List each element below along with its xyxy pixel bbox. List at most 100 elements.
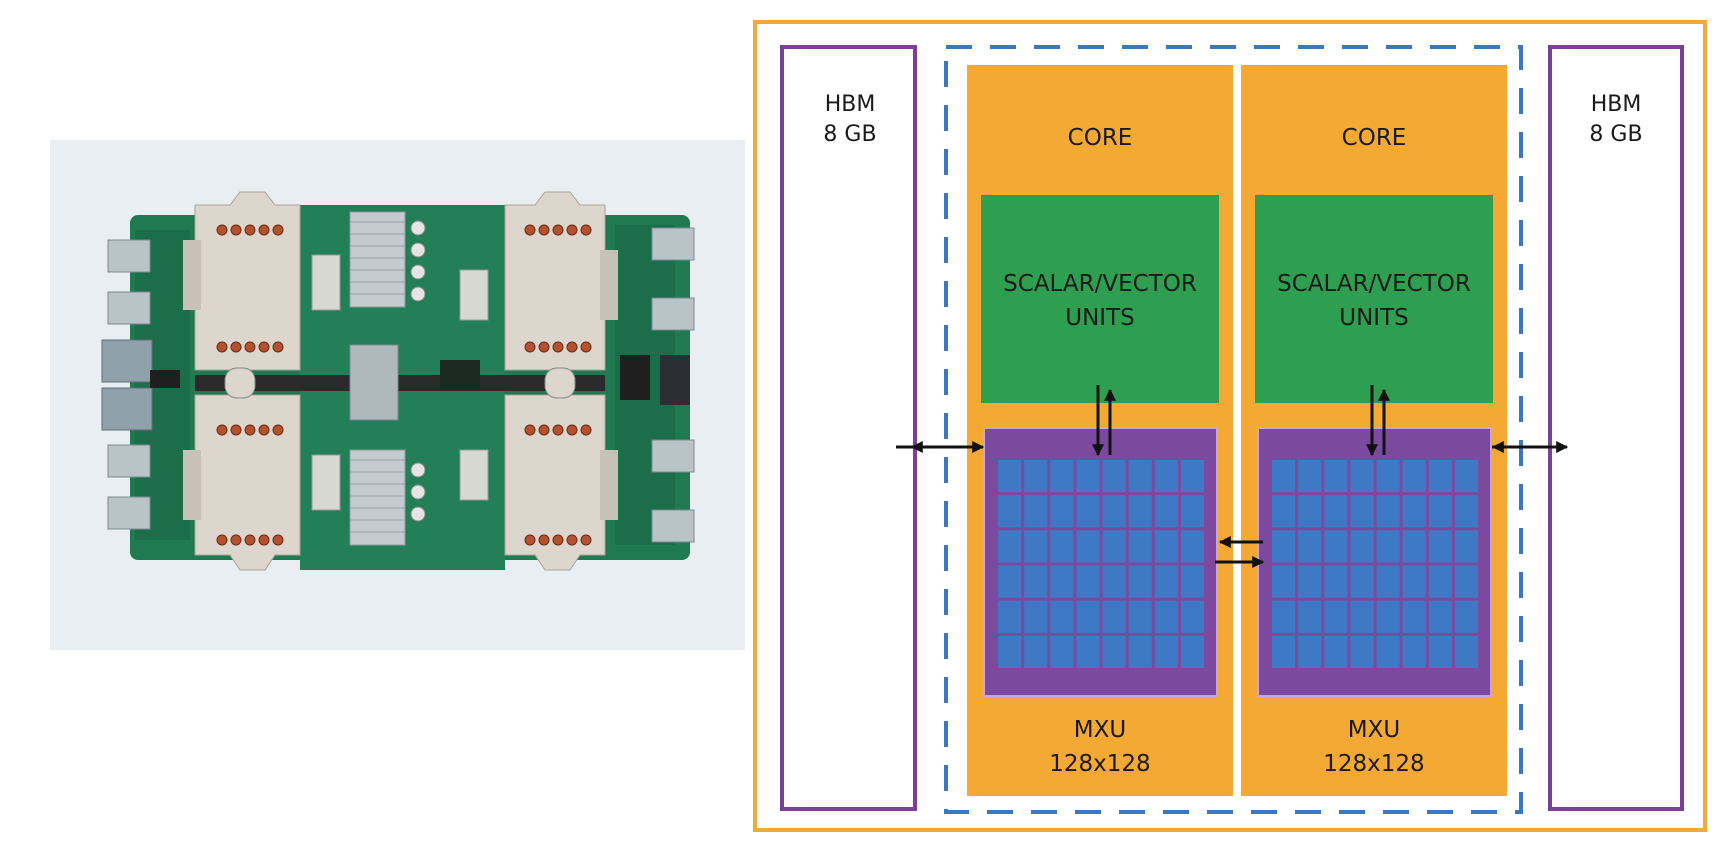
- core-2-mxu-cell: [1428, 495, 1452, 528]
- core-1-mxu-cell: [1180, 530, 1204, 563]
- hbm-right-box: [1548, 45, 1684, 811]
- core-1-mxu-cell: [1180, 460, 1204, 493]
- core-1-mxu-cell: [1076, 495, 1100, 528]
- core-2-title: CORE: [1342, 125, 1407, 151]
- core-1-mxu-cell: [1076, 635, 1100, 668]
- center-bar: [195, 367, 605, 399]
- core-1-mxu-cell: [1024, 495, 1048, 528]
- core-1-title: CORE: [1068, 125, 1133, 151]
- core-2-mxu-cell: [1402, 635, 1426, 668]
- right-connectors: [651, 227, 695, 543]
- core-2-mxu-cell: [1272, 530, 1296, 563]
- core-2-mxu-cell: [1376, 565, 1400, 598]
- core-2-mxu-cell: [1454, 460, 1478, 493]
- core-2-mxu-cell: [1454, 600, 1478, 633]
- core-1-mxu-cell: [1024, 460, 1048, 493]
- core-1-mxu-grid: [998, 460, 1204, 668]
- core-1-mxu-cell: [1102, 460, 1126, 493]
- core-1-mxu-cell: [1076, 600, 1100, 633]
- core-1-mxu-cell: [998, 565, 1022, 598]
- core-1-mxu-cell: [1180, 565, 1204, 598]
- core-1-mxu-cell: [998, 600, 1022, 633]
- core-1-mxu-cell: [1128, 530, 1152, 563]
- hbm-left-label-line2: 8 GB: [823, 122, 876, 147]
- core-2-mxu-cell: [1454, 495, 1478, 528]
- core-1-mxu-line1: MXU: [1074, 717, 1126, 743]
- core-1: CORE SCALAR/VECTOR UNITS MXU 128x128: [967, 65, 1233, 796]
- core-1-mxu-cell: [1128, 460, 1152, 493]
- screws: [216, 224, 592, 546]
- core-1-mxu-cell: [1102, 565, 1126, 598]
- core-2-mxu-cell: [1324, 565, 1348, 598]
- hbm-right-label-line2: 8 GB: [1589, 122, 1642, 147]
- core-2-mxu-cell: [1402, 600, 1426, 633]
- core-2-mxu-cell: [1298, 600, 1322, 633]
- core-2-mxu-line1: MXU: [1348, 717, 1400, 743]
- core-2-mxu-cell: [1454, 565, 1478, 598]
- core-2-mxu-cell: [1428, 635, 1452, 668]
- core-1-mxu-cell: [1050, 495, 1074, 528]
- core-1-mxu-cell: [1154, 565, 1178, 598]
- core-2-mxu-cell: [1428, 460, 1452, 493]
- core-1-mxu-cell: [1128, 600, 1152, 633]
- core-1-mxu-line2: 128x128: [1049, 751, 1150, 777]
- core-1-mxu-cell: [1024, 635, 1048, 668]
- hbm-right-label-line1: HBM: [1591, 92, 1642, 117]
- core-2-mxu-cell: [1350, 600, 1374, 633]
- heatsinks: [183, 191, 618, 571]
- core-2-mxu-cell: [1428, 600, 1452, 633]
- tpu-board-photo: [50, 140, 745, 650]
- core-1-mxu-cell: [1050, 460, 1074, 493]
- core-1-mxu-cell: [1050, 600, 1074, 633]
- core-1-mxu-cell: [1024, 565, 1048, 598]
- core-1-mxu-cell: [1024, 600, 1048, 633]
- core-2-mxu-cell: [1376, 530, 1400, 563]
- core-2-mxu-cell: [1298, 495, 1322, 528]
- core-1-mxu-cell: [1180, 635, 1204, 668]
- core-2-mxu-cell: [1402, 495, 1426, 528]
- core-2-mxu-cell: [1376, 495, 1400, 528]
- core-1-mxu-cell: [1102, 635, 1126, 668]
- hbm-left-box: [780, 45, 917, 811]
- core-1-mxu-cell: [1050, 635, 1074, 668]
- core-2-mxu-cell: [1350, 530, 1374, 563]
- core-1-mxu-cell: [1154, 460, 1178, 493]
- core-2-mxu-cell: [1272, 565, 1296, 598]
- components: [150, 220, 650, 522]
- core-2-mxu-cell: [1272, 635, 1296, 668]
- core-1-mxu-cell: [998, 635, 1022, 668]
- core-2-mxu-cell: [1376, 600, 1400, 633]
- core-2-mxu-cell: [1272, 600, 1296, 633]
- core-2-mxu-cell: [1298, 565, 1322, 598]
- core-2-mxu-cell: [1298, 635, 1322, 668]
- core-2-units-line2: UNITS: [1339, 305, 1408, 331]
- arrows: [896, 385, 1569, 568]
- core-2-mxu-line2: 128x128: [1323, 751, 1424, 777]
- core-2-mxu-cell: [1350, 460, 1374, 493]
- core-2-mxu-cell: [1454, 530, 1478, 563]
- core-1-mxu-cell: [1128, 495, 1152, 528]
- core-1-mxu-cell: [1050, 565, 1074, 598]
- core-1-mxu-cell: [1154, 600, 1178, 633]
- core-1-mxu-cell: [1102, 600, 1126, 633]
- core-2-mxu-cell: [1428, 530, 1452, 563]
- core-1-mxu-cell: [1128, 565, 1152, 598]
- core-2-mxu-cell: [1402, 460, 1426, 493]
- core-1-units-line2: UNITS: [1065, 305, 1134, 331]
- core-1-mxu-cell: [998, 460, 1022, 493]
- core-2: CORE SCALAR/VECTOR UNITS MXU 128x128: [1241, 65, 1507, 796]
- core-1-mxu-cell: [1050, 530, 1074, 563]
- core-1-mxu-cell: [1102, 530, 1126, 563]
- core-1-mxu-cell: [1154, 635, 1178, 668]
- core-1-scalar-vector-units: [981, 195, 1219, 403]
- core-2-mxu-cell: [1376, 460, 1400, 493]
- core-2-mxu-frame: [1257, 427, 1492, 697]
- core-2-mxu-grid: [1272, 460, 1478, 668]
- core-2-mxu-cell: [1454, 635, 1478, 668]
- core-1-mxu-cell: [1154, 530, 1178, 563]
- core-2-mxu-cell: [1402, 530, 1426, 563]
- core-2-mxu-cell: [1324, 530, 1348, 563]
- core-1-mxu-cell: [1076, 530, 1100, 563]
- core-1-mxu-cell: [1024, 530, 1048, 563]
- core-1-mxu-cell: [1102, 495, 1126, 528]
